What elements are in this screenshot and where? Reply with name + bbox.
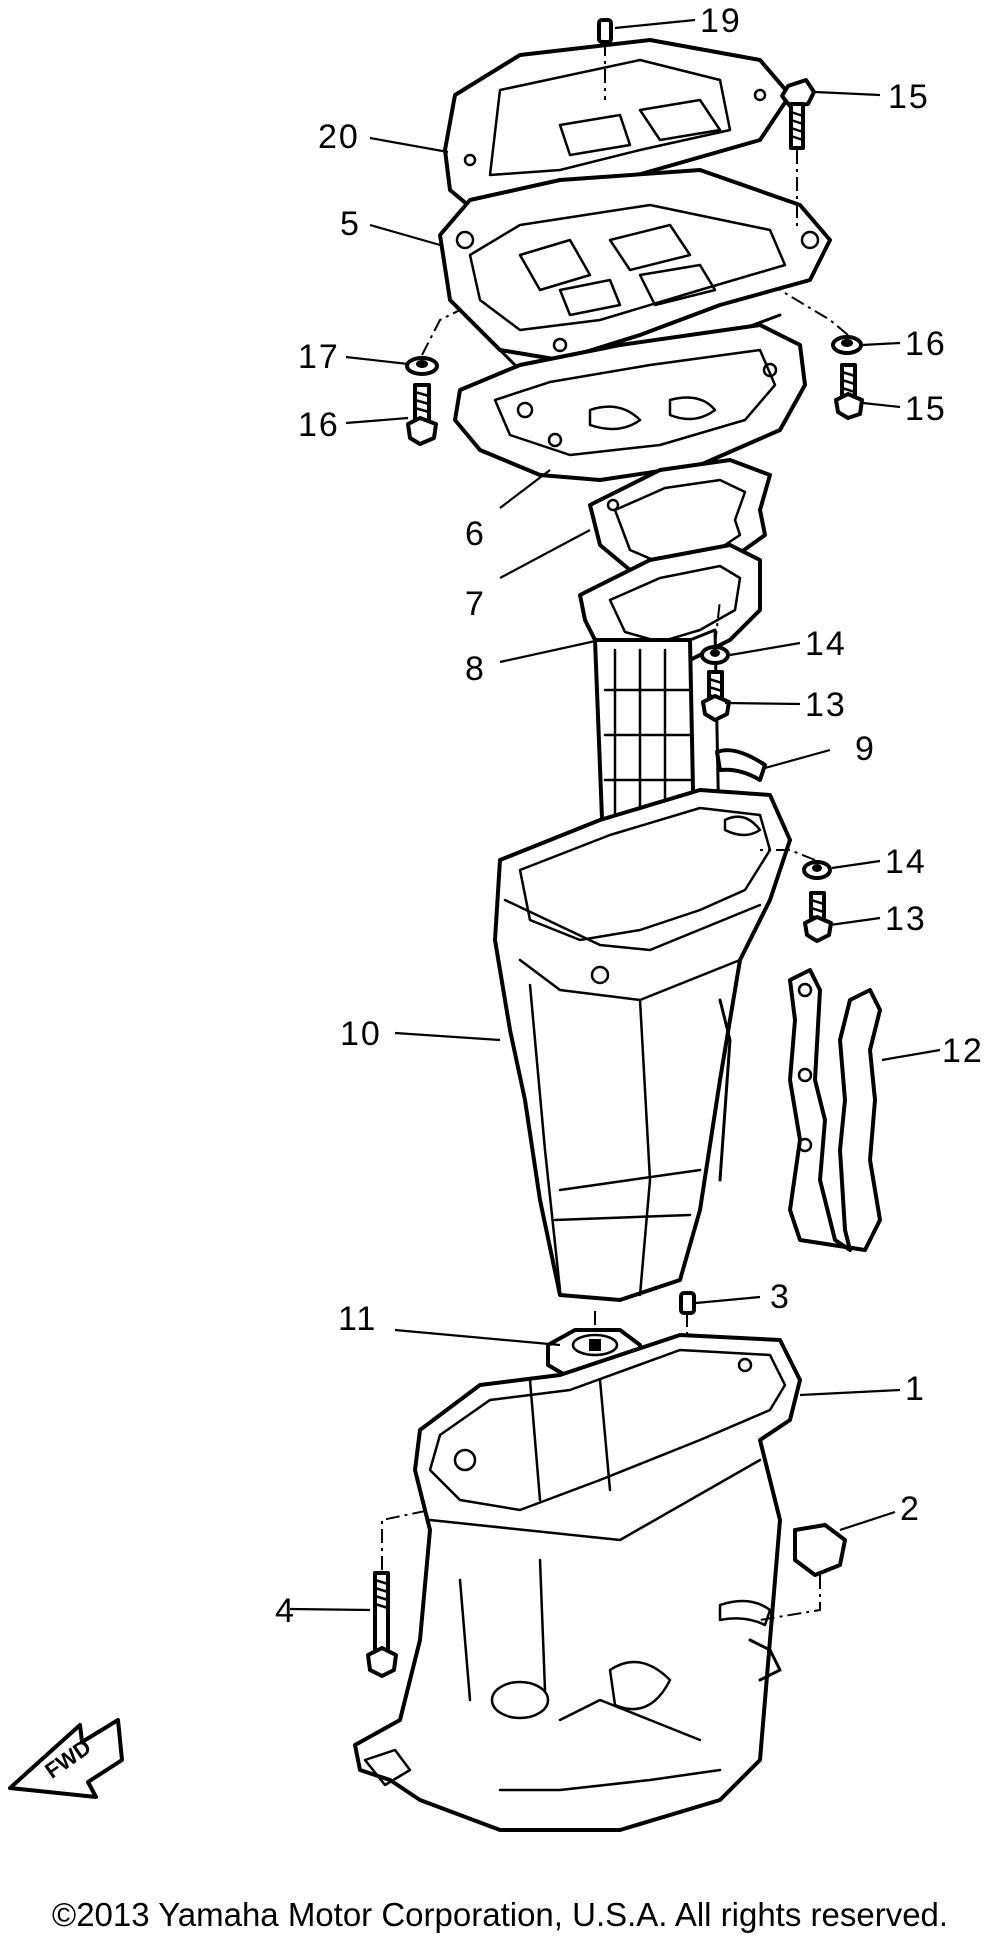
- part-15-bolt: [834, 363, 864, 420]
- part-12-seal: [788, 968, 882, 1252]
- callout-2: 2: [900, 1490, 921, 1528]
- callout-leaders: [289, 18, 941, 1612]
- callout-16: 16: [905, 325, 947, 363]
- part-13-bolt-upper: [701, 670, 731, 722]
- callout-21: 19: [700, 2, 742, 40]
- part-2-plug: [793, 1523, 847, 1577]
- part-19-washer: [405, 356, 439, 376]
- callout-7: 7: [465, 585, 486, 623]
- part-14-washer-lower: [802, 860, 832, 880]
- callout-numbers: 19 15 20 5 17 16 16 15 6 7 8 14 13 9 14 …: [275, 2, 984, 1630]
- fwd-arrow-icon: FWD: [8, 1718, 124, 1799]
- part-17-bolt: [780, 78, 816, 150]
- callout-10: 10: [340, 1015, 382, 1053]
- callout-1: 1: [905, 1370, 926, 1408]
- part-3-dowel-pin: [679, 1291, 696, 1315]
- callout-20: 20: [318, 118, 360, 156]
- callout-11: 11: [338, 1300, 377, 1338]
- callout-14: 14: [885, 843, 927, 881]
- callout-19: 17: [298, 338, 340, 376]
- part-10-upper-casing: [493, 788, 792, 1302]
- part-21-dowel-pin: [597, 18, 613, 44]
- part-18-bolt: [406, 383, 438, 446]
- callout-17: 15: [888, 78, 930, 116]
- callout-12: 12: [942, 1032, 984, 1070]
- callout-3: 3: [770, 1278, 791, 1316]
- assembly-centerlines: [381, 42, 849, 1621]
- callout-6: 6: [465, 515, 486, 553]
- callout-4: 4: [275, 1592, 296, 1630]
- callout-9: 9: [855, 730, 876, 768]
- callout-14: 14: [805, 625, 847, 663]
- part-1-lower-casing: [353, 1333, 802, 1832]
- callout-13: 13: [885, 900, 927, 938]
- callout-18: 16: [298, 406, 340, 444]
- callout-5: 5: [340, 205, 361, 243]
- part-6-gasket: [453, 323, 807, 482]
- part-20-upper-gasket: [443, 38, 792, 217]
- part-16-washer: [831, 335, 863, 355]
- part-5-exhaust-guide: [438, 168, 832, 374]
- part-13-bolt-lower: [803, 891, 833, 943]
- callout-8: 8: [465, 650, 486, 688]
- copyright-notice: ©2013 Yamaha Motor Corporation, U.S.A. A…: [51, 1896, 949, 1933]
- part-14-washer-upper: [700, 645, 730, 665]
- callout-15: 15: [905, 390, 947, 428]
- callout-13: 13: [805, 686, 847, 724]
- part-4-bolt: [366, 1571, 398, 1678]
- part-9-clip: [715, 748, 767, 782]
